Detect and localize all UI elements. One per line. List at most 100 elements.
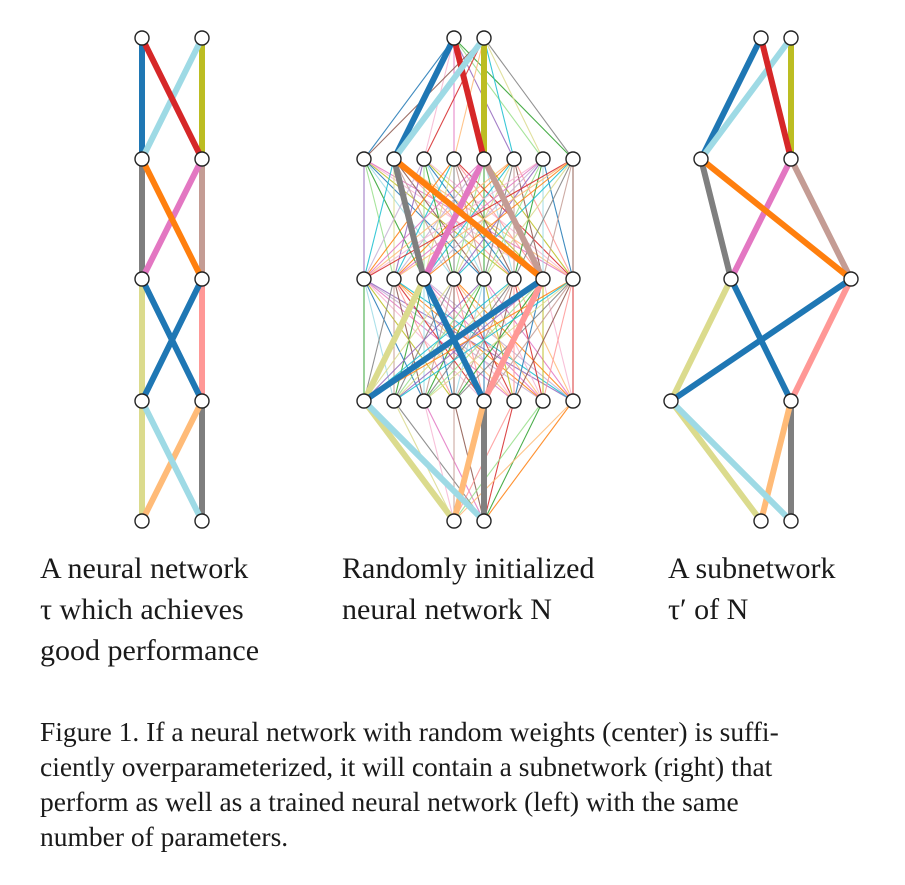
subnetwork-edge — [698, 156, 854, 282]
right-label-line-1: A subnetwork — [668, 552, 836, 585]
trained-node — [134, 393, 150, 409]
random-edge — [423, 278, 574, 402]
highlighted-edge — [451, 398, 487, 524]
random-node — [416, 151, 432, 167]
highlighted-edge — [451, 35, 487, 162]
highlighted-edge — [361, 276, 427, 404]
subnetwork-edge — [758, 35, 794, 162]
figure-caption: Figure 1. If a neural network with rando… — [40, 714, 866, 854]
random-edge — [453, 400, 544, 522]
random-node — [476, 151, 492, 167]
highlighted-edge — [361, 398, 457, 524]
subnetwork-edge — [728, 276, 794, 404]
trained-network-edges — [139, 35, 205, 524]
highlighted-edge — [421, 276, 487, 404]
highlighted-edge — [481, 276, 546, 404]
center-label-line-2: neural network N — [342, 593, 552, 626]
random-node — [506, 151, 522, 167]
random-edge — [363, 158, 515, 280]
random-edge — [513, 158, 574, 280]
subnetwork-node — [723, 271, 739, 287]
random-node — [476, 271, 492, 287]
random-node — [386, 393, 402, 409]
random-node — [446, 393, 462, 409]
caption-line-1: Figure 1. If a neural network with rando… — [40, 716, 779, 747]
left-label-line-3: good performance — [40, 634, 260, 667]
subnetwork-edge — [728, 156, 794, 282]
random-node — [476, 30, 492, 46]
subnetwork-edges — [668, 35, 854, 524]
right-panel-label: A subnetwork τ′ of N — [668, 548, 836, 630]
random-node — [535, 393, 551, 409]
subnetwork-edge — [758, 398, 794, 524]
trained-edge — [139, 156, 205, 282]
trained-edge — [139, 398, 205, 524]
random-node — [446, 513, 462, 529]
highlighted-edge — [391, 156, 546, 282]
random-node — [476, 513, 492, 529]
random-node — [446, 271, 462, 287]
left-panel-label: A neural network τ which achieves good p… — [40, 548, 259, 671]
subnetwork-node — [693, 151, 709, 167]
trained-node — [194, 151, 210, 167]
trained-node — [194, 393, 210, 409]
random-edge — [483, 400, 574, 522]
center-panel-label: Randomly initialized neural network N — [342, 548, 594, 630]
figure-diagram — [134, 30, 859, 529]
random-edge — [393, 278, 574, 402]
random-edge — [483, 37, 574, 160]
trained-node — [134, 30, 150, 46]
subnetwork-node — [783, 151, 799, 167]
trained-edge — [139, 35, 205, 162]
random-edge — [483, 278, 574, 402]
highlighted-edge — [361, 398, 487, 524]
trained-node — [134, 513, 150, 529]
random-edge — [363, 278, 485, 402]
caption-line-2: ciently overparameterized, it will conta… — [40, 751, 773, 782]
left-label-line-1: A neural network — [40, 552, 249, 585]
random-edge — [453, 400, 574, 522]
random-edge — [423, 158, 574, 280]
highlighted-edge — [391, 35, 487, 162]
subnetwork-node — [783, 30, 799, 46]
center-label-line-1: Randomly initialized — [342, 552, 595, 585]
random-edge — [423, 400, 455, 522]
trained-node — [194, 513, 210, 529]
random-node — [506, 393, 522, 409]
random-edge — [363, 158, 485, 280]
random-network-highlighted-edges — [361, 35, 546, 524]
random-edge — [363, 158, 395, 280]
random-node — [356, 271, 372, 287]
random-node — [416, 271, 432, 287]
trained-edge — [139, 276, 205, 404]
random-node — [565, 393, 581, 409]
random-edge — [483, 37, 544, 160]
random-node — [565, 271, 581, 287]
subnetwork-edge — [698, 156, 734, 282]
subnetwork-node — [753, 513, 769, 529]
random-edge — [363, 158, 425, 280]
random-node — [416, 393, 432, 409]
random-edge — [363, 37, 455, 160]
trained-node — [194, 30, 210, 46]
random-node — [565, 151, 581, 167]
random-edge — [363, 278, 395, 402]
random-node — [535, 151, 551, 167]
random-edge — [363, 278, 455, 402]
subnetwork-edge — [698, 35, 794, 162]
highlighted-edge — [391, 156, 427, 282]
subnetwork-edge — [788, 276, 854, 404]
random-edge — [393, 158, 574, 280]
highlighted-edge — [391, 35, 457, 162]
random-node — [386, 151, 402, 167]
subnetwork-edge — [788, 156, 854, 282]
random-edge — [513, 278, 574, 402]
right-label-line-2: τ′ of N — [668, 593, 749, 626]
random-node — [356, 151, 372, 167]
subnetwork-edge — [698, 35, 764, 162]
trained-node — [134, 151, 150, 167]
random-node — [386, 271, 402, 287]
random-node — [535, 271, 551, 287]
random-edge — [542, 158, 574, 280]
caption-line-4: number of parameters. — [40, 821, 289, 852]
